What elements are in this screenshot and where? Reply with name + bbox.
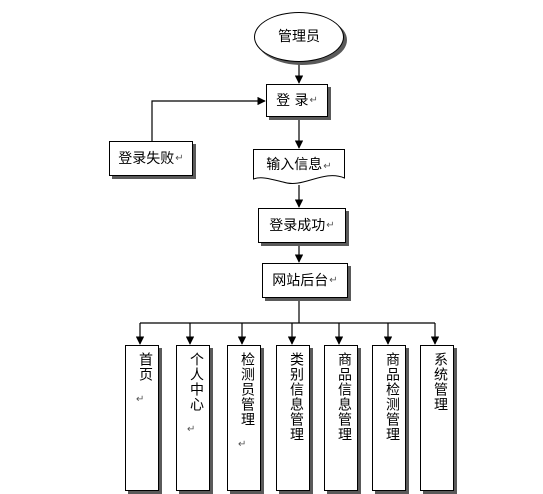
paragraph-mark: ↵	[187, 424, 196, 435]
module-product-info-management: 商品信息管理	[324, 345, 358, 491]
paragraph-mark: ↵	[175, 152, 184, 164]
backend-node: 网站后台↵	[262, 263, 348, 298]
module-category-management: 类别信息管理	[276, 345, 310, 491]
module-label: 类别信息管理	[288, 352, 304, 442]
paragraph-mark: ↵	[329, 274, 338, 286]
module-product-inspection-management: 商品检测管理	[372, 345, 406, 491]
paragraph-mark: ↵	[309, 94, 318, 106]
module-system-management: 系统管理	[420, 345, 454, 491]
input-info-node	[253, 149, 345, 184]
module-label: 商品检测管理	[384, 352, 400, 442]
module-home: 首页 ↵	[125, 345, 159, 491]
login-fail-label: 登录失败	[118, 150, 175, 167]
module-label: 首页	[137, 352, 153, 382]
login-node: 登 录↵	[266, 84, 328, 117]
login-success-label: 登录成功	[269, 217, 326, 234]
login-success-node: 登录成功↵	[258, 208, 346, 243]
paragraph-mark: ↵	[323, 161, 332, 172]
paragraph-mark: ↵	[136, 394, 145, 405]
login-label: 登 录	[276, 92, 309, 109]
module-label: 系统管理	[432, 352, 448, 412]
module-label: 商品信息管理	[336, 352, 352, 442]
backend-label: 网站后台	[272, 272, 329, 289]
arrow-fail-to-login	[151, 96, 266, 141]
module-personal-center: 个人中心 ↵	[176, 345, 210, 491]
admin-node: 管理员	[254, 12, 344, 62]
module-label: 检测员管理	[239, 352, 255, 427]
module-label: 个人中心	[188, 352, 204, 412]
paragraph-mark: ↵	[238, 439, 247, 450]
module-inspector-management: 检测员管理 ↵	[227, 345, 261, 491]
input-info-label: 输入信息	[266, 157, 323, 173]
admin-label: 管理员	[278, 29, 320, 45]
login-fail-node: 登录失败↵	[109, 141, 193, 176]
input-info-text: 输入信息↵	[253, 150, 345, 180]
paragraph-mark: ↵	[326, 219, 335, 231]
